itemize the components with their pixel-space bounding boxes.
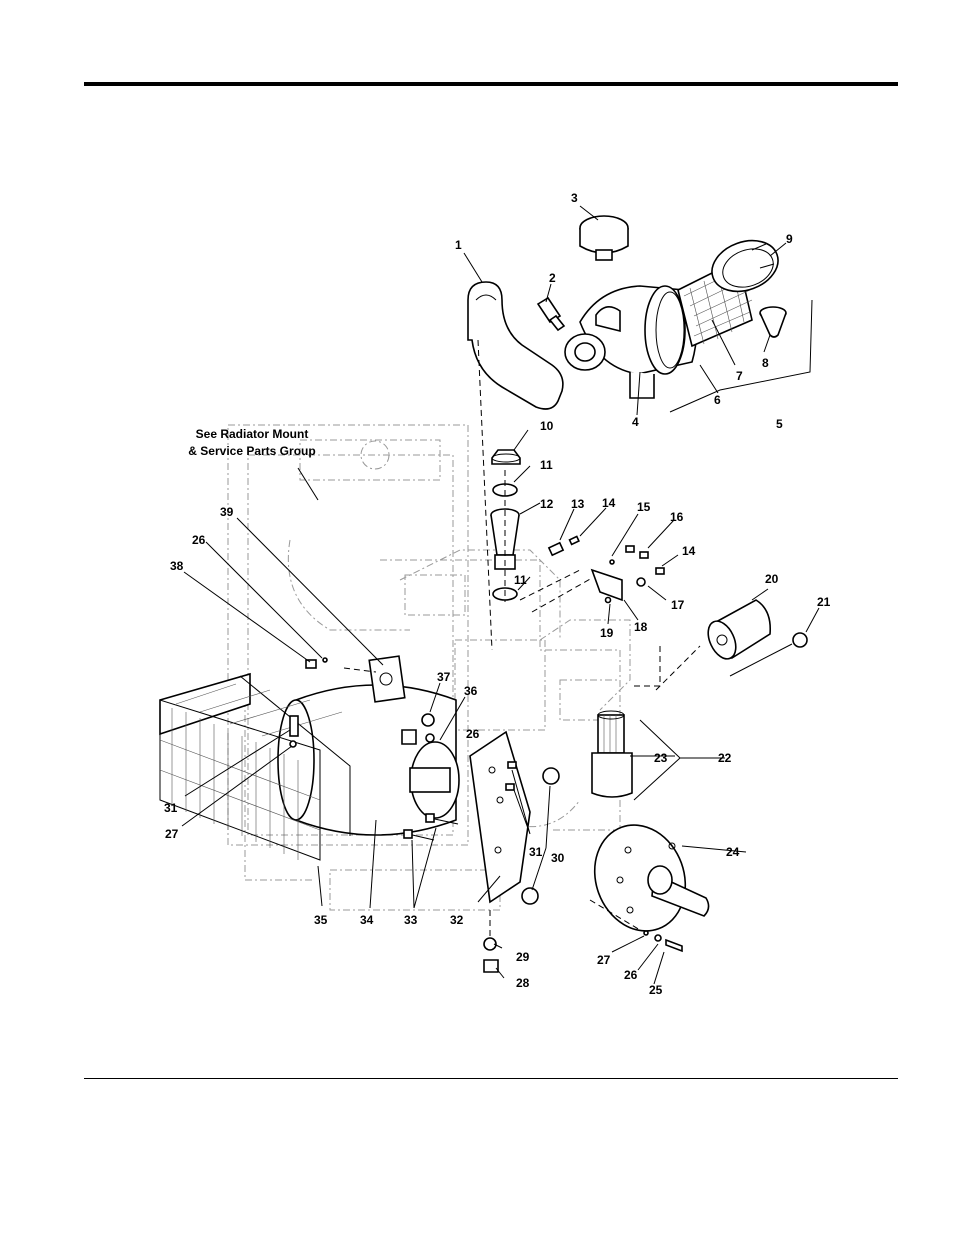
callout-4: 4: [632, 415, 639, 429]
callout-32: 32: [450, 913, 464, 927]
clip-part-17: [637, 578, 645, 586]
callout-25: 25: [649, 983, 663, 997]
filter-assembly-part-22: [592, 711, 632, 797]
nut-part-16: [640, 552, 648, 558]
small-hardware: [549, 536, 664, 602]
air-cleaner-assembly: [538, 216, 786, 398]
callout-22: 22: [718, 751, 732, 765]
callout-7: 7: [736, 369, 743, 383]
washer-part-26-right: [508, 762, 516, 768]
valve-part-8: [760, 307, 786, 337]
callout-24: 24: [726, 845, 740, 859]
fitting-part-13: [549, 543, 563, 555]
washer-part-26-left: [323, 658, 327, 662]
bolt-part-31-left: [290, 716, 298, 736]
housing-part-4: [565, 286, 697, 398]
washer-part-27-left: [290, 741, 296, 747]
callout-9: 9: [786, 232, 793, 246]
washer-part-15a: [610, 560, 614, 564]
engine-block-phantom: [228, 425, 630, 910]
callout-29: 29: [516, 950, 530, 964]
callout-26-left: 26: [192, 533, 206, 547]
callout-28: 28: [516, 976, 530, 990]
callout-10: 10: [540, 419, 554, 433]
filler-cap-part-10: [492, 450, 520, 464]
callout-36: 36: [464, 684, 478, 698]
callout-39: 39: [220, 505, 234, 519]
callout-30: 30: [551, 851, 565, 865]
callout-2: 2: [549, 271, 556, 285]
pto-shaft-part-24: [580, 812, 708, 944]
callout-23: 23: [654, 751, 668, 765]
flange-part-39: [369, 656, 405, 702]
bolt-part-31-right: [506, 784, 514, 790]
callout-34: 34: [360, 913, 374, 927]
callout-14-lower: 14: [682, 544, 696, 558]
nut-part-30: [522, 768, 559, 904]
callout-13: 13: [571, 497, 585, 511]
oil-filter-part-20: [703, 600, 771, 663]
callout-35: 35: [314, 913, 328, 927]
callout-26-right: 26: [624, 968, 638, 982]
cap-part-3: [580, 216, 628, 260]
bolt-hardware-25-26-27: [644, 931, 682, 951]
callout-19: 19: [600, 626, 614, 640]
screw-part-14b: [656, 568, 664, 574]
callout-33: 33: [404, 913, 418, 927]
washer-part-19: [606, 598, 611, 603]
callout-8: 8: [762, 356, 769, 370]
callout-15: 15: [637, 500, 651, 514]
callout-21: 21: [817, 595, 831, 609]
note-line-1: See Radiator Mount: [196, 427, 309, 441]
sensor-part-2: [538, 298, 564, 330]
bolt-part-38: [306, 660, 316, 668]
screw-part-15: [626, 546, 634, 552]
callout-6: 6: [714, 393, 721, 407]
note-line-2: & Service Parts Group: [188, 444, 315, 458]
callout-16: 16: [670, 510, 684, 524]
callout-5: 5: [776, 417, 783, 431]
callout-1: 1: [455, 238, 462, 252]
callout-11-lower: 11: [514, 573, 527, 587]
callout-3: 3: [571, 191, 578, 205]
callout-37: 37: [437, 670, 451, 684]
callout-18: 18: [634, 620, 648, 634]
callout-26-center: 26: [466, 727, 480, 741]
drain-plug-part-28: [484, 960, 498, 972]
callout-17: 17: [671, 598, 685, 612]
callout-31-left: 31: [164, 801, 178, 815]
bracket-part-18: [592, 570, 622, 600]
callout-27-left: 27: [165, 827, 179, 841]
nut-part-36: [426, 734, 434, 742]
callout-38: 38: [170, 559, 184, 573]
gasket-part-37: [422, 714, 434, 726]
screw-part-14a: [570, 536, 579, 544]
callout-11-upper: 11: [540, 458, 553, 472]
callout-20: 20: [765, 572, 779, 586]
callout-31-right: 31: [529, 845, 543, 859]
callout-12: 12: [540, 497, 554, 511]
callout-27-right: 27: [597, 953, 611, 967]
callout-14-upper: 14: [602, 496, 616, 510]
